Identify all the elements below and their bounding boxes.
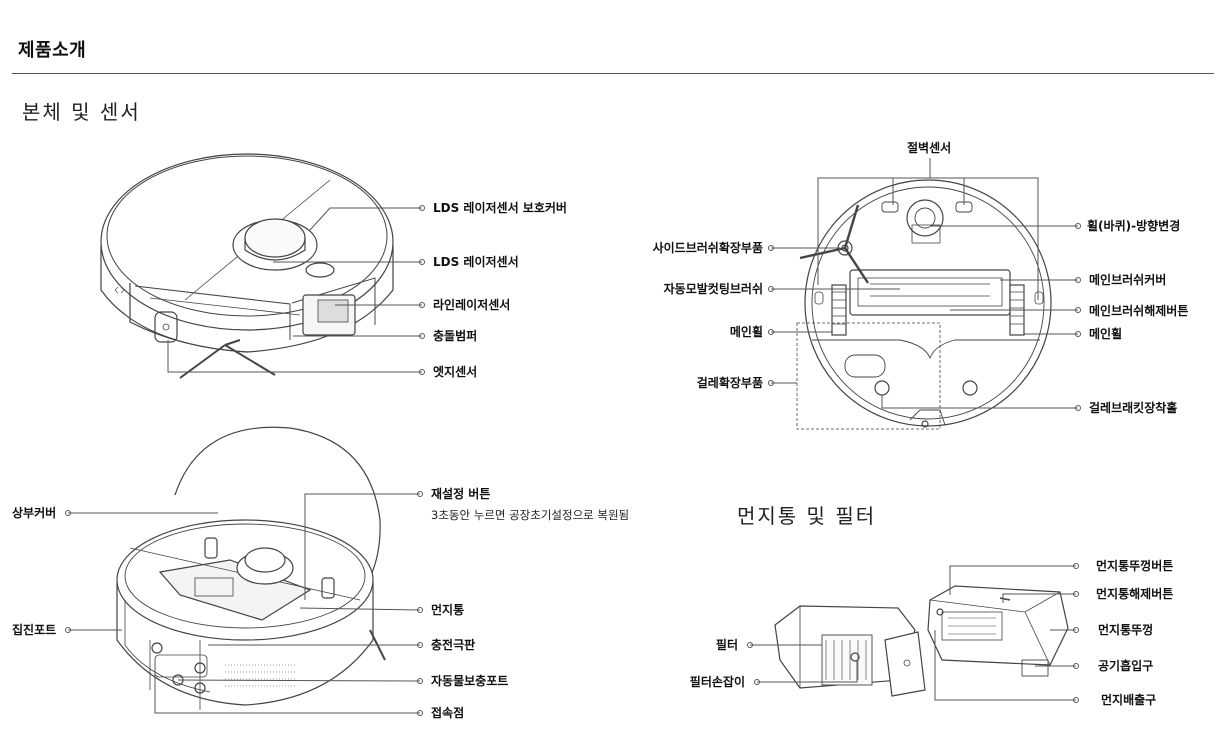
label-air-inlet: 공기흡입구	[1098, 659, 1154, 673]
label-mop-extension: 걸레확장부품	[696, 376, 763, 390]
label-line-laser: 라인레이저센서	[433, 298, 511, 312]
label-contact-point: 접속점	[431, 706, 465, 720]
label-filter: 필터	[715, 638, 738, 652]
section-body-sensors: 본체 및 센서	[22, 100, 141, 124]
label-auto-cutting-brush: 자동모발컷팅브러쉬	[663, 282, 763, 296]
label-main-brush-release: 메인브러쉬해제버튼	[1089, 304, 1189, 318]
page-title: 제품소개	[18, 40, 87, 61]
label-lds-cover: LDS 레이저센서 보호커버	[433, 201, 567, 215]
label-main-wheel-right: 메인휠	[1089, 327, 1123, 341]
label-lid-button: 먼지통뚜껑버튼	[1096, 559, 1174, 573]
label-cliff-sensor: 절벽센서	[907, 141, 952, 155]
label-reset-button: 재설정 버튼	[431, 487, 491, 501]
label-side-brush-mount: 사이드브러쉬확장부품	[652, 241, 763, 255]
label-dustbin: 먼지통	[431, 603, 465, 617]
section-dustbin-filter: 먼지통 및 필터	[737, 504, 877, 528]
label-reset-note: 3초동안 누르면 공장초기설정으로 복원됨	[431, 508, 630, 522]
title-divider	[12, 73, 1214, 74]
label-filter-handle: 필터손잡이	[689, 675, 745, 689]
label-main-brush-cover: 메인브러쉬커버	[1089, 273, 1167, 287]
label-bumper: 충돌범퍼	[433, 329, 478, 343]
label-wheel-direction: 휠(바퀴)-방향변경	[1087, 219, 1181, 233]
robot-top-view-illustration	[100, 153, 394, 379]
label-release-button: 먼지통해제버튼	[1096, 587, 1174, 601]
dustbin-filter-illustration	[774, 585, 1069, 697]
label-top-cover: 상부커버	[12, 506, 57, 520]
robot-open-lid-illustration	[116, 426, 386, 710]
label-charging-plate: 충전극판	[431, 638, 476, 652]
label-auto-refill-port: 자동물보충포트	[431, 674, 509, 688]
label-lds-sensor: LDS 레이저센서	[433, 255, 519, 269]
label-edge-sensor: 엣지센서	[433, 365, 478, 379]
label-outlet: 먼지배출구	[1101, 693, 1157, 707]
label-main-wheel-left: 메인휠	[729, 325, 763, 339]
label-lid: 먼지통뚜껑	[1098, 623, 1154, 637]
label-mop-bracket-hole: 걸레브래킷장착홀	[1089, 401, 1178, 415]
label-collection-port: 집진포트	[12, 623, 57, 637]
robot-bottom-view-illustration	[796, 179, 1052, 430]
